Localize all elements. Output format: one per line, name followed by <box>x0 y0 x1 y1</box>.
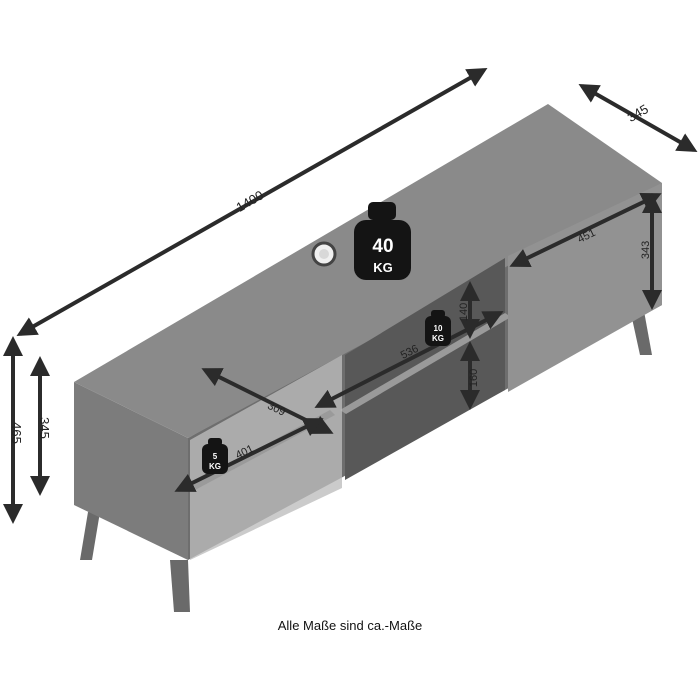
dimension-labels: 1400 345 465 345 451 343 536 309 401 140… <box>9 101 652 462</box>
label-compartment-160: 160 <box>468 369 480 387</box>
weight-40kg-unit: KG <box>373 260 393 275</box>
weight-10kg-unit: KG <box>432 334 444 343</box>
weight-10kg: 10 KG <box>425 310 451 346</box>
arrow-left-width-401 <box>174 418 324 492</box>
weight-5kg-body <box>202 444 228 474</box>
arrow-door-width-451 <box>509 192 662 268</box>
weight-10kg-value: 10 <box>434 324 443 333</box>
weight-5kg: 5 KG <box>202 438 228 474</box>
weight-5kg-unit: KG <box>209 462 221 471</box>
label-height-345: 345 <box>37 417 52 439</box>
cable-outlet-inner <box>319 249 329 259</box>
weight-40kg-knob <box>368 202 396 220</box>
label-door-height-343: 343 <box>640 241 652 259</box>
weight-10kg-body <box>425 316 451 346</box>
weight-5kg-value: 5 <box>213 452 218 461</box>
arrow-width-1400 <box>16 68 488 336</box>
arrow-depth-345 <box>578 84 698 152</box>
leg-front-center <box>170 560 190 612</box>
weight-40kg-value: 40 <box>372 236 393 257</box>
dimension-arrows <box>3 68 698 524</box>
weight-40kg-body <box>354 220 411 280</box>
measurement-note: Alle Maße sind ca.-Maße <box>277 618 423 633</box>
cabinet-left-side <box>74 382 188 560</box>
label-height-465: 465 <box>9 422 24 444</box>
leg-front-left <box>80 512 100 560</box>
weight-40kg: 40 KG <box>354 202 411 280</box>
label-width-1400: 1400 <box>233 187 266 214</box>
cabinet <box>74 104 662 560</box>
label-compartment-140: 140 <box>458 303 470 321</box>
